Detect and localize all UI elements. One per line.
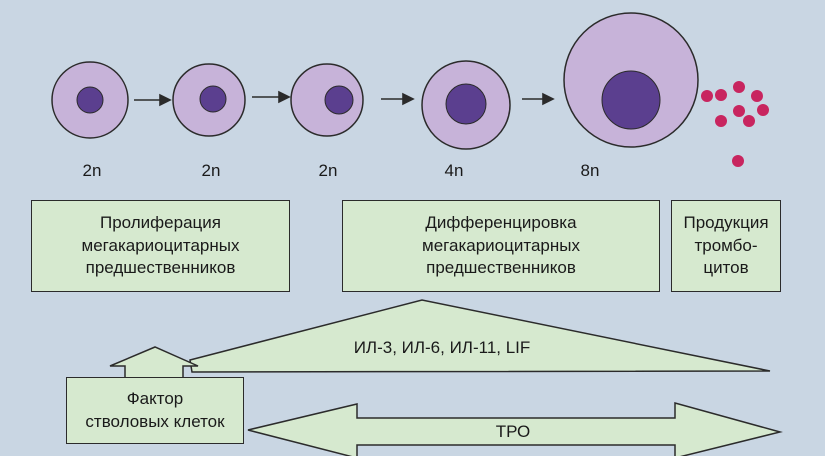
ploidy-label-1: 2n bbox=[82, 161, 102, 180]
tpo-double-arrow bbox=[247, 402, 783, 456]
cell-2 bbox=[172, 63, 246, 137]
ploidy-label-2: 2n bbox=[201, 161, 221, 180]
progression-arrows bbox=[134, 90, 555, 107]
cell-4 bbox=[421, 60, 511, 150]
ploidy-label-3: 2n bbox=[318, 161, 338, 180]
platelets bbox=[701, 81, 769, 167]
interleukins-label: ИЛ-3, ИЛ-6, ИЛ-11, LIF bbox=[353, 338, 531, 357]
ploidy-label-5: 8n bbox=[580, 161, 600, 180]
tpo-label: ТРО bbox=[495, 422, 531, 441]
stem-cell-factor-box: Фактор стволовых клеток bbox=[66, 377, 244, 444]
proliferation-box: Пролиферация мегакариоцитарных предшеств… bbox=[31, 200, 290, 292]
differentiation-box: Дифференцировка мегакариоцитарных предше… bbox=[342, 200, 660, 292]
cell-1 bbox=[51, 61, 129, 139]
interleukins-arrow bbox=[189, 299, 771, 373]
stem-cell-factor-up-arrow bbox=[109, 346, 199, 379]
production-box: Продукция тромбо- цитов bbox=[671, 200, 781, 292]
cell-3 bbox=[290, 63, 364, 137]
ploidy-label-4: 4n bbox=[444, 161, 464, 180]
cell-5 bbox=[563, 12, 699, 148]
